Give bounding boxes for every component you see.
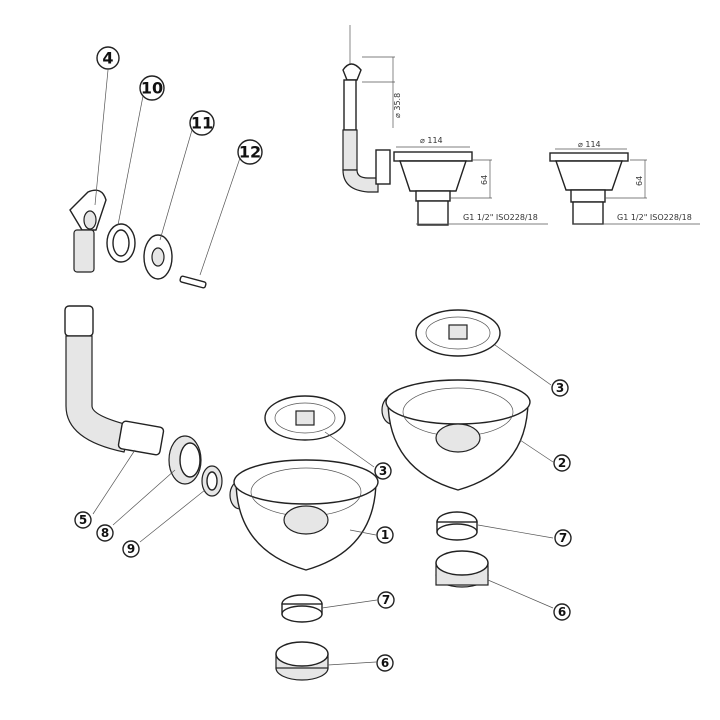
svg-text:6: 6: [558, 605, 566, 619]
svg-text:9: 9: [127, 542, 135, 556]
callout-10: 10: [139, 75, 165, 101]
callout-8: 8: [96, 524, 114, 542]
callout-6-left: 6: [376, 654, 394, 672]
callout-5: 5: [74, 511, 92, 529]
leader-lines: [92, 69, 554, 666]
strainer1-diameter-label: ⌀ 114: [420, 136, 443, 145]
callout-7-right: 7: [554, 529, 572, 547]
callout-12: 12: [237, 139, 263, 165]
svg-text:3: 3: [556, 381, 564, 395]
svg-text:2: 2: [558, 456, 566, 470]
callout-3-right: 3: [551, 379, 569, 397]
callout-11: 11: [189, 110, 215, 136]
callout-7-left: 7: [377, 591, 395, 609]
svg-text:7: 7: [559, 531, 567, 545]
svg-text:7: 7: [382, 593, 390, 607]
svg-text:12: 12: [239, 143, 261, 162]
strainer-basket-right: [415, 309, 501, 357]
flexible-hose: [64, 305, 165, 456]
overflow-diameter-label: ⌀ 35.8: [393, 93, 402, 118]
callout-9: 9: [122, 540, 140, 558]
strainer-basket-left: [264, 395, 346, 441]
dimension-drawing: ⌀ 35.8 ⌀ 114 64 G1 1/2" ISO228/18 ⌀ 114 …: [342, 25, 700, 226]
svg-text:1: 1: [381, 528, 389, 542]
svg-text:5: 5: [79, 513, 87, 527]
svg-text:3: 3: [379, 464, 387, 478]
svg-text:10: 10: [141, 79, 163, 98]
callout-1: 1: [376, 526, 394, 544]
callout-3-left: 3: [374, 462, 392, 480]
callout-4: 4: [96, 46, 120, 70]
strainer1-height-label: 64: [480, 175, 489, 185]
strainer2-diameter-label: ⌀ 114: [578, 140, 601, 149]
svg-text:8: 8: [101, 526, 109, 540]
strainer2-height-label: 64: [635, 176, 644, 186]
sink-strainer-2: [381, 379, 531, 491]
strainer1-thread-label: G1 1/2" ISO228/18: [463, 213, 538, 222]
callout-6-right: 6: [553, 603, 571, 621]
callout-2: 2: [553, 454, 571, 472]
overflow-assembly: [69, 189, 207, 289]
svg-text:4: 4: [102, 49, 113, 68]
sink-strainer-1: [229, 459, 379, 571]
strainer2-thread-label: G1 1/2" ISO228/18: [617, 213, 692, 222]
svg-text:11: 11: [191, 114, 213, 133]
svg-text:6: 6: [381, 656, 389, 670]
